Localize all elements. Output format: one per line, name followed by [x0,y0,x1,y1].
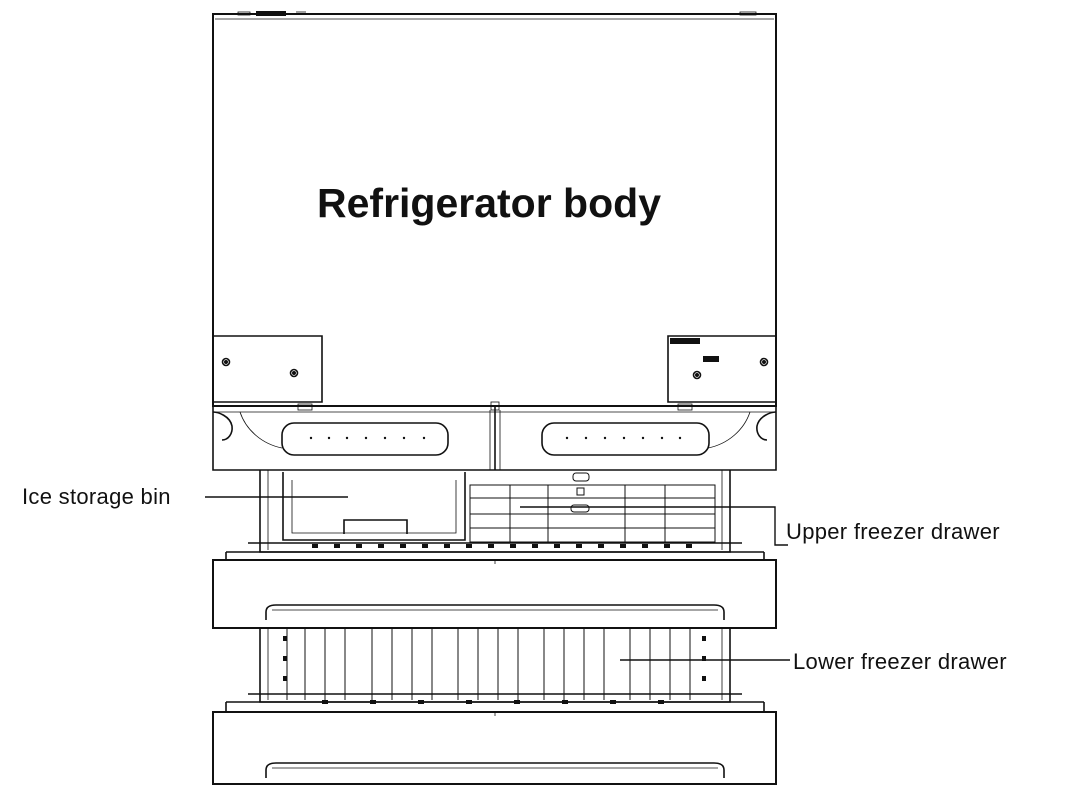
ice-storage-bin-label: Ice storage bin [22,484,171,509]
lower-freezer-drawer-label: Lower freezer drawer [793,649,1007,674]
wire-basket [469,472,716,543]
lower-freezer-drawer [226,628,764,704]
upper-freezer-drawer [226,470,764,553]
right-door-handle [541,422,710,456]
upper-drawer-leader [520,506,788,546]
door-bottom-panel [212,401,777,471]
refrigerator-body-title: Refrigerator body [317,180,661,226]
upper-drawer-front [212,552,777,629]
right-hinge-bracket [667,335,776,403]
left-hinge-bracket [213,335,323,403]
upper-freezer-drawer-label: Upper freezer drawer [786,519,1000,544]
left-door-handle [281,422,449,456]
ice-storage-bin [282,472,466,541]
label-leader-lines [205,496,790,661]
lower-drawer-front [212,702,777,785]
